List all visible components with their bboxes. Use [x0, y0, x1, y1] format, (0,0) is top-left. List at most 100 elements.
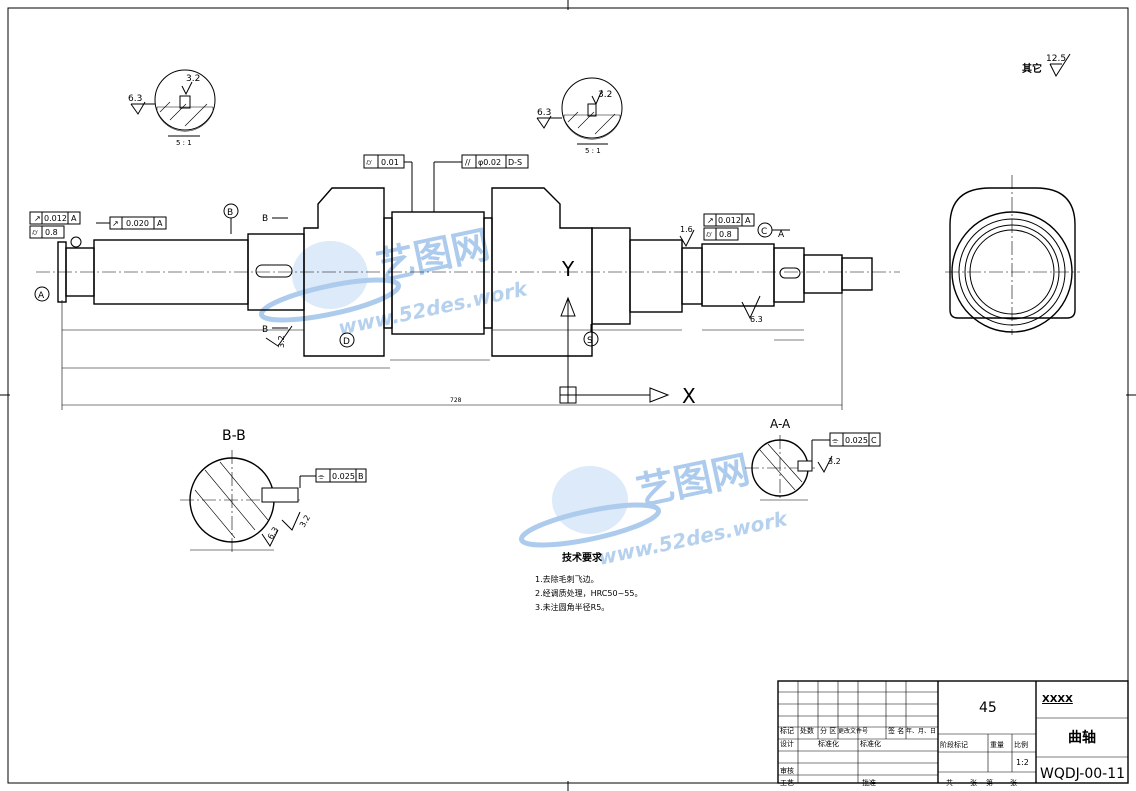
svg-text:A: A	[157, 219, 163, 228]
svg-text:阶段标记: 阶段标记	[940, 740, 968, 749]
svg-text:⌭: ⌭	[32, 228, 38, 237]
svg-text:工艺: 工艺	[780, 779, 794, 787]
svg-text:标记: 标记	[780, 726, 794, 735]
svg-text:5 : 1: 5 : 1	[176, 139, 192, 147]
svg-text:3.2: 3.2	[598, 90, 612, 100]
part-name: 曲轴	[1068, 729, 1096, 746]
tech-req-title: 技术要求	[562, 551, 603, 564]
svg-text:0.025: 0.025	[845, 436, 868, 445]
svg-text:设计: 设计	[780, 739, 794, 748]
crank-web-right	[491, 187, 593, 357]
section-bb-title: B-B	[222, 428, 246, 444]
svg-text:B: B	[262, 325, 268, 335]
svg-text:审核: 审核	[780, 766, 794, 775]
svg-text:年、月、日: 年、月、日	[906, 727, 936, 735]
svg-text:更改文件号: 更改文件号	[838, 727, 868, 735]
svg-text:A: A	[778, 230, 785, 240]
svg-text:标准化: 标准化	[818, 739, 839, 748]
datum-a: A	[38, 291, 45, 301]
svg-text:φ0.02: φ0.02	[478, 158, 501, 167]
watermark-cn-2: 艺图网	[633, 447, 754, 514]
tech-req-item-1: 1.去除毛刺飞边。	[535, 574, 599, 584]
datum-b: B	[227, 208, 233, 218]
svg-text:重量: 重量	[990, 741, 1004, 749]
svg-text:⌯: ⌯	[318, 472, 325, 481]
datum-d: D	[343, 337, 350, 347]
gdt-left: ↗ 0.012 A ⌭ 0.8 ↗ 0.020 A	[29, 211, 167, 248]
roughness-note-label: 其它	[1022, 62, 1042, 75]
crankshaft-main-view: 728 X Y	[36, 187, 900, 410]
svg-text:标准化: 标准化	[860, 739, 881, 748]
svg-text:6.3: 6.3	[266, 525, 280, 541]
company: XXXX	[1042, 694, 1073, 705]
material: 45	[979, 700, 997, 716]
detail-view-mid: 3.2 6.3 5 : 1	[536, 77, 623, 155]
svg-text:3.2: 3.2	[298, 513, 312, 529]
svg-text:1.6: 1.6	[680, 225, 693, 234]
svg-text:0.01: 0.01	[381, 158, 399, 167]
svg-text:第: 第	[986, 778, 993, 787]
general-roughness: 其它 12.5	[1022, 53, 1071, 78]
side-view	[945, 175, 1080, 335]
svg-text:比例: 比例	[1014, 740, 1028, 749]
tech-req-item-3: 3.未注圆角半径R5。	[535, 602, 609, 612]
svg-text:⌭: ⌭	[366, 158, 372, 167]
crank-web-left	[303, 187, 385, 357]
datum-markers: A B C D S B B A 3.2 6.3	[34, 203, 790, 348]
svg-text:6.3: 6.3	[750, 315, 763, 324]
svg-text:⌭: ⌭	[706, 230, 712, 239]
section-aa: A-A ⌯ 0.025 C 3.2	[745, 417, 881, 501]
svg-text:签 名: 签 名	[888, 726, 904, 735]
datum-c: C	[761, 227, 767, 237]
svg-text:0.020: 0.020	[126, 219, 149, 228]
svg-text:5 : 1: 5 : 1	[585, 147, 601, 155]
svg-text:B: B	[262, 214, 268, 224]
svg-text:共: 共	[946, 778, 953, 787]
watermark-url-2: www.52des.work	[596, 506, 791, 570]
svg-text:张: 张	[1010, 778, 1017, 787]
gdt-top: ⌭ 0.01 // φ0.02 D-S	[363, 154, 529, 212]
svg-text:张: 张	[970, 778, 977, 787]
svg-text:A: A	[71, 214, 77, 223]
detail-view-left: 3.2 6.3 5 : 1	[128, 69, 216, 147]
svg-text:↗: ↗	[112, 219, 119, 228]
watermark-cn: 艺图网	[373, 222, 494, 289]
svg-text:0.012: 0.012	[44, 214, 67, 223]
y-axis-label: Y	[561, 257, 575, 281]
svg-text:3.2: 3.2	[186, 74, 200, 84]
svg-text:728: 728	[450, 397, 462, 404]
watermark-top: 艺图网 www.52des.work	[258, 222, 531, 340]
scale-value: 1:2	[1016, 758, 1029, 767]
svg-text:3.2: 3.2	[277, 335, 286, 348]
svg-text:3.2: 3.2	[828, 457, 841, 466]
tech-requirements: 技术要求 1.去除毛刺飞边。 2.经调质处理，HRC50~55。 3.未注圆角半…	[535, 551, 642, 612]
svg-text:C: C	[871, 436, 877, 445]
svg-text:D-S: D-S	[508, 158, 522, 167]
drawing-number: WQDJ-00-11	[1040, 766, 1125, 782]
svg-text:处数: 处数	[800, 726, 814, 735]
gdt-right: ↗ 0.012 A ⌭ 0.8 1.6	[679, 213, 755, 248]
svg-text://: //	[465, 158, 471, 167]
svg-text:↗: ↗	[34, 214, 41, 223]
svg-text:0.025: 0.025	[332, 472, 355, 481]
svg-text:6.3: 6.3	[537, 108, 551, 118]
tech-req-item-2: 2.经调质处理，HRC50~55。	[535, 588, 642, 598]
datum-s: S	[587, 336, 593, 346]
x-axis-label: X	[682, 384, 696, 408]
svg-text:⌯: ⌯	[832, 436, 839, 445]
svg-text:A: A	[745, 216, 751, 225]
svg-text:批准: 批准	[862, 778, 876, 787]
svg-text:B: B	[358, 472, 364, 481]
title-block: 标记 处数 分 区 更改文件号 签 名 年、月、日 设计 标准化 标准化 审核 …	[777, 680, 1129, 787]
section-aa-title: A-A	[770, 417, 791, 431]
section-bb: B-B ⌯ 0.025 B 3.2 6.3	[180, 428, 367, 552]
svg-text:0.012: 0.012	[718, 216, 741, 225]
svg-text:分 区: 分 区	[820, 726, 836, 735]
watermark-bottom: 艺图网 www.52des.work	[518, 447, 791, 570]
svg-text:6.3: 6.3	[128, 94, 142, 104]
svg-text:0.8: 0.8	[45, 228, 58, 237]
svg-text:↗: ↗	[707, 216, 714, 225]
roughness-note-value: 12.5	[1046, 54, 1066, 64]
svg-text:0.8: 0.8	[719, 230, 732, 239]
